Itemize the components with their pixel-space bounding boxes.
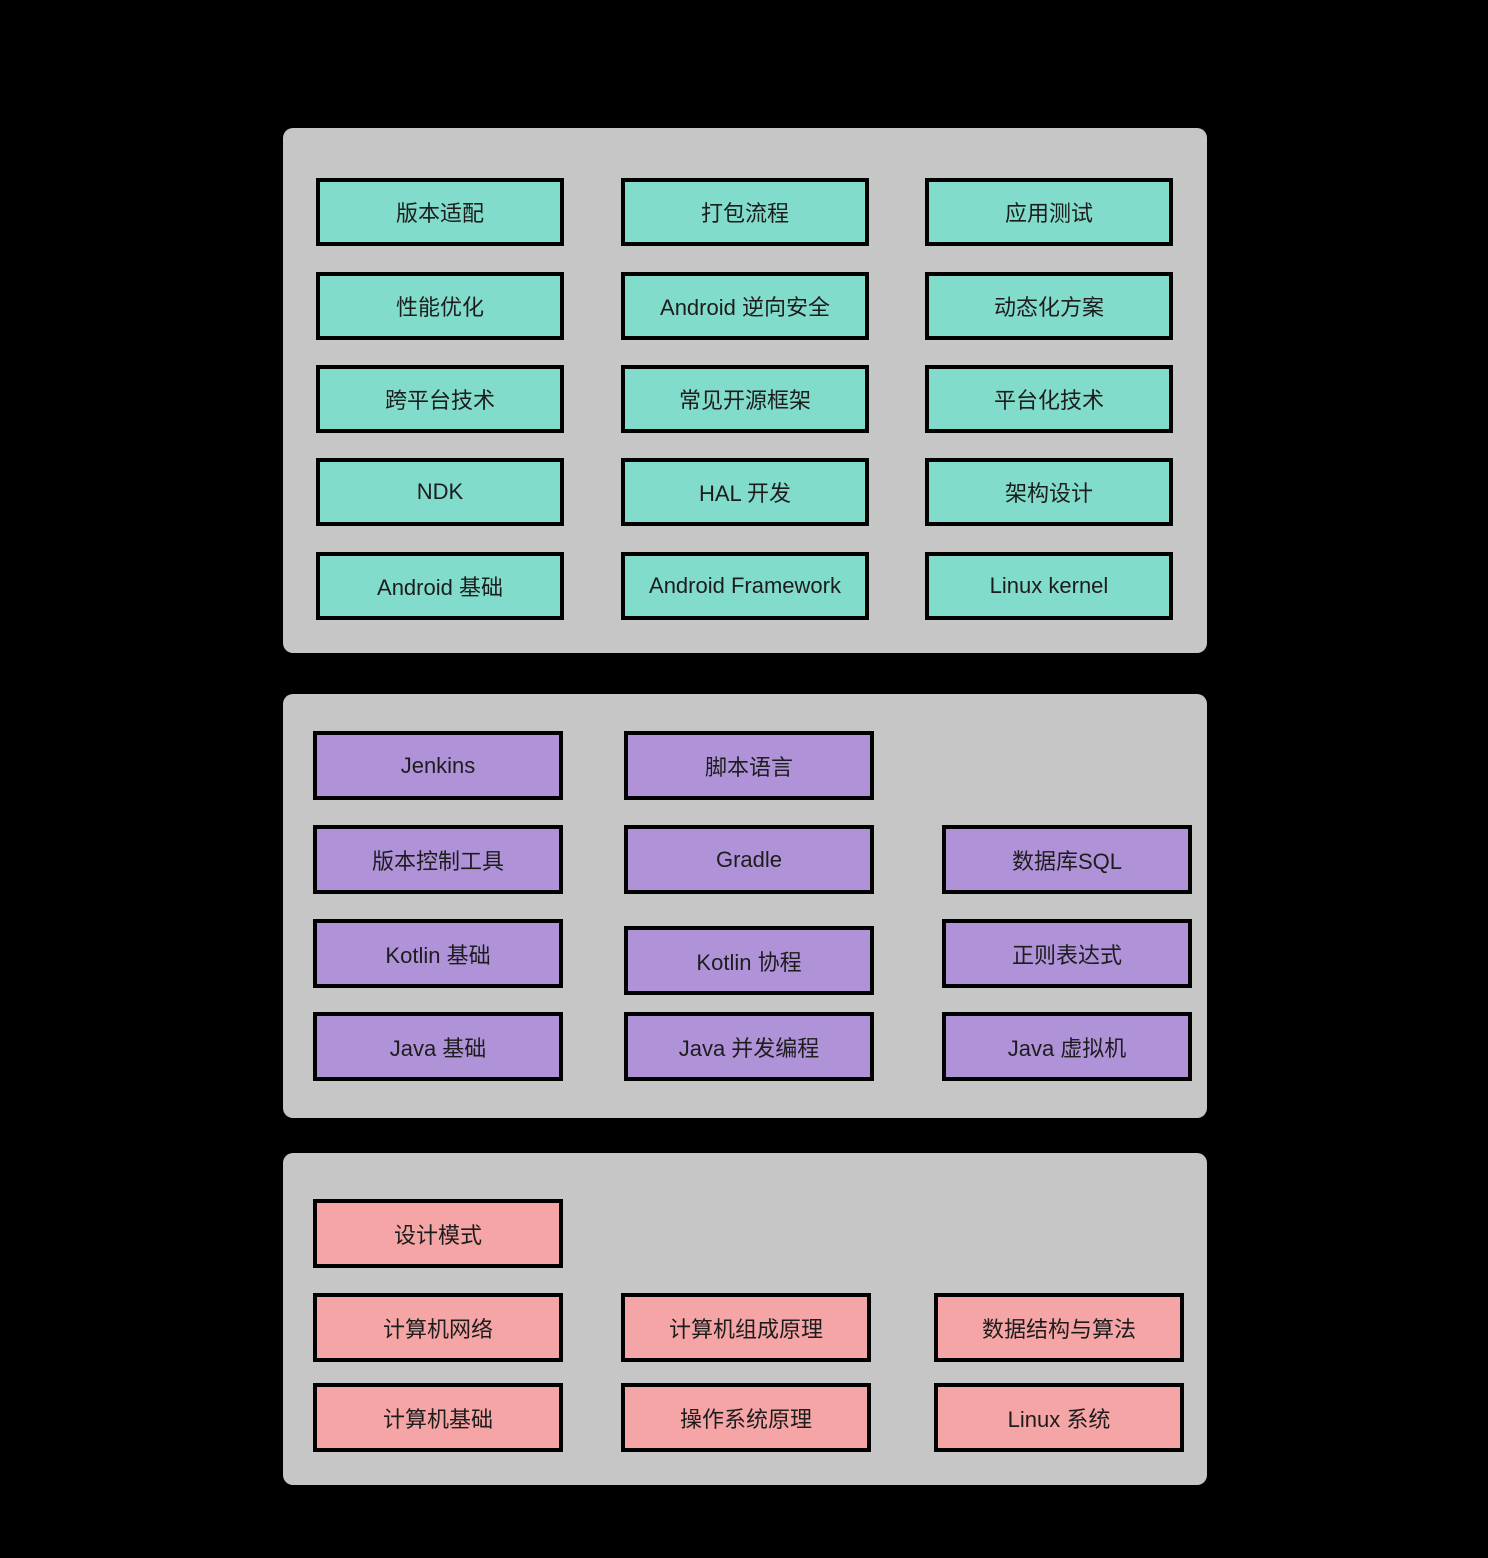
panel-android-advanced: 版本适配打包流程应用测试性能优化 Android 逆向安全动态化方案跨平台技术常见…	[283, 128, 1207, 653]
topic-box: 常见开源框架	[621, 365, 869, 433]
topic-box: 版本适配	[316, 178, 564, 246]
topic-box: 正则表达式	[942, 919, 1192, 988]
topic-box: 设计模式	[313, 1199, 563, 1268]
topic-box: 操作系统原理	[621, 1383, 871, 1452]
topic-box: 版本控制工具	[313, 825, 563, 894]
topic-box: 计算机网络	[313, 1293, 563, 1362]
topic-box: 跨平台技术	[316, 365, 564, 433]
topic-box: Android 基础	[316, 552, 564, 620]
topic-box: Linux kernel	[925, 552, 1173, 620]
topic-box: 性能优化	[316, 272, 564, 340]
topic-box: 架构设计	[925, 458, 1173, 526]
topic-box: Java 虚拟机	[942, 1012, 1192, 1081]
topic-box: Gradle	[624, 825, 874, 894]
topic-box: Kotlin 基础	[313, 919, 563, 988]
topic-box: 应用测试	[925, 178, 1173, 246]
topic-box: 计算机基础	[313, 1383, 563, 1452]
topic-box: Linux 系统	[934, 1383, 1184, 1452]
topic-box: Java 基础	[313, 1012, 563, 1081]
topic-box: Android 逆向安全	[621, 272, 869, 340]
topic-box: 脚本语言	[624, 731, 874, 800]
topic-box: 平台化技术	[925, 365, 1173, 433]
panel-computer-science-basics: 设计模式计算机网络计算机组成原理数据结构与算法计算机基础操作系统原理 Linux …	[283, 1153, 1207, 1485]
topic-box: 打包流程	[621, 178, 869, 246]
topic-box: Android Framework	[621, 552, 869, 620]
topic-box: Kotlin 协程	[624, 926, 874, 995]
topic-box: Jenkins	[313, 731, 563, 800]
topic-box: HAL 开发	[621, 458, 869, 526]
topic-box: 数据库SQL	[942, 825, 1192, 894]
topic-box: 数据结构与算法	[934, 1293, 1184, 1362]
panel-languages-and-tools: Jenkins 脚本语言版本控制工具 Gradle 数据库SQL Kotlin 基础 Ko…	[283, 694, 1207, 1118]
topic-box: 计算机组成原理	[621, 1293, 871, 1362]
topic-box: 动态化方案	[925, 272, 1173, 340]
topic-box: NDK	[316, 458, 564, 526]
topic-box: Java 并发编程	[624, 1012, 874, 1081]
